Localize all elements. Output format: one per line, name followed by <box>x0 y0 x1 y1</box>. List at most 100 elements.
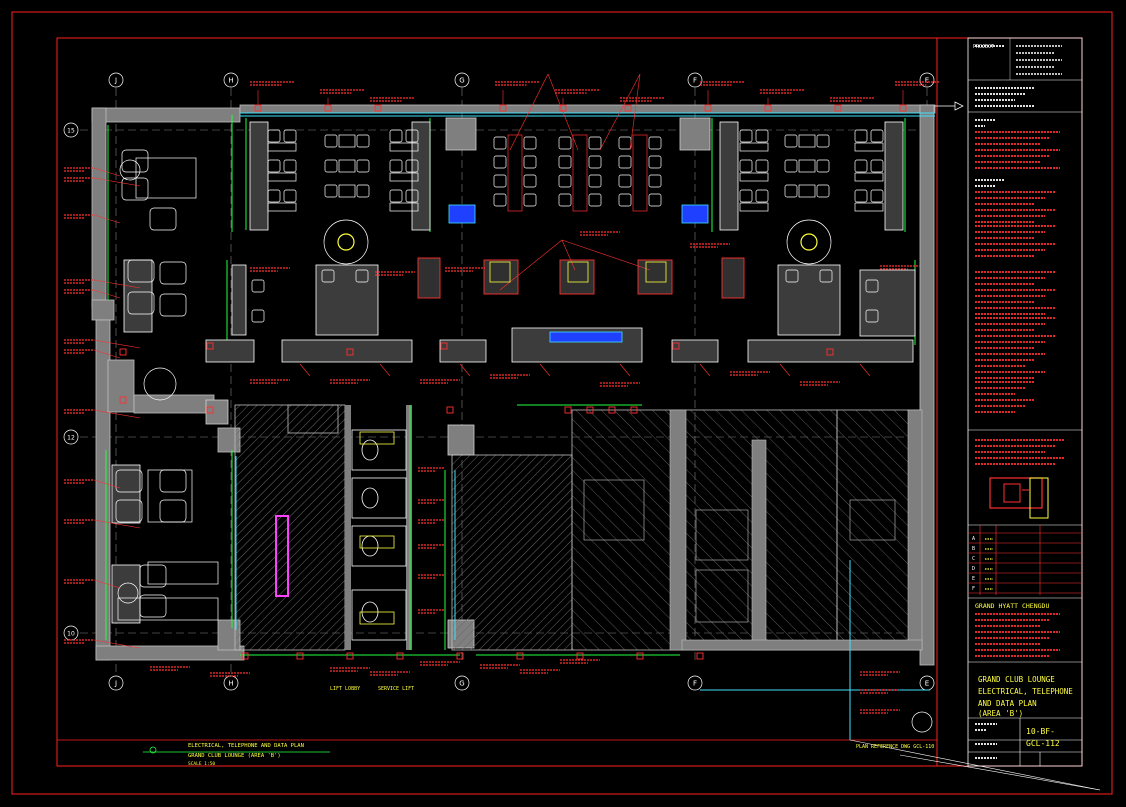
leader-line <box>93 289 121 299</box>
grid-label: E <box>925 77 929 85</box>
chair <box>405 159 419 173</box>
leader-line <box>379 363 391 377</box>
leader-diagonal-2 <box>899 754 1101 791</box>
leader-line <box>699 363 711 377</box>
table <box>267 142 297 152</box>
grid-label: H <box>228 77 233 85</box>
leader-line <box>547 73 579 151</box>
chair <box>870 159 884 173</box>
leader-line <box>93 519 141 529</box>
leader-line <box>509 73 549 151</box>
chair <box>816 134 830 148</box>
grid-label: 10 <box>67 631 75 638</box>
outlet-symbol <box>696 652 704 660</box>
leader-line <box>779 363 791 377</box>
caption-subtitle: GRAND CLUB LOUNGE (AREA 'B') <box>188 753 281 759</box>
armchair <box>115 499 143 523</box>
leader-line <box>93 167 121 177</box>
armchair <box>159 499 187 523</box>
chair <box>389 159 403 173</box>
chair <box>356 184 370 198</box>
chair <box>321 269 335 283</box>
armchair <box>139 564 167 588</box>
grid-label: G <box>459 680 464 688</box>
chair <box>558 174 572 188</box>
chair <box>523 136 537 150</box>
outlet-symbol <box>119 396 127 404</box>
chair <box>251 279 265 293</box>
chair <box>523 155 537 169</box>
table <box>338 184 356 198</box>
leader-line <box>93 639 141 649</box>
chair <box>819 269 833 283</box>
outlet-symbol <box>241 652 249 660</box>
chair <box>523 174 537 188</box>
planter <box>119 159 141 181</box>
chair <box>755 129 769 143</box>
outlet-symbol <box>206 406 214 414</box>
long-table <box>507 134 523 212</box>
table <box>267 172 297 182</box>
chair <box>493 155 507 169</box>
chair <box>865 309 879 323</box>
leader-line <box>599 73 641 151</box>
chair <box>267 129 281 143</box>
chair <box>523 193 537 207</box>
key-plan <box>989 477 1049 519</box>
grid-label: J <box>114 77 117 85</box>
chair <box>755 189 769 203</box>
chair <box>324 134 338 148</box>
table <box>739 142 769 152</box>
grid-label: F <box>693 77 697 85</box>
footer-note: PLAN REFERENCE DWG GCL-110 <box>856 744 934 750</box>
chair <box>784 184 798 198</box>
grid-bubble-15 <box>63 122 79 138</box>
chair <box>324 159 338 173</box>
chair <box>648 193 662 207</box>
chair <box>493 174 507 188</box>
chair <box>854 189 868 203</box>
lift-lobby-label: LIFT LOBBY <box>330 686 360 692</box>
chair <box>267 189 281 203</box>
table <box>267 202 297 212</box>
outlet-symbol <box>346 348 354 356</box>
outlet-symbol <box>826 348 834 356</box>
furniture <box>115 129 884 621</box>
outlet-symbol <box>630 406 638 414</box>
grid-bubble-j <box>108 72 124 88</box>
leader-line <box>93 409 141 419</box>
table <box>389 202 419 212</box>
outlet-symbol <box>516 652 524 660</box>
drawing-title-line-3: AND DATA PLAN <box>978 699 1037 708</box>
grid-bubble-j <box>108 675 124 691</box>
leader-diagonal <box>849 739 1101 791</box>
table <box>117 597 219 621</box>
chair <box>558 155 572 169</box>
long-table <box>632 134 648 212</box>
display-light <box>489 261 511 283</box>
plan-caption: ELECTRICAL, TELEPHONE AND DATA PLAN GRAN… <box>143 743 330 767</box>
chair <box>739 159 753 173</box>
grid-bubble-f <box>687 72 703 88</box>
leader-line <box>539 363 551 377</box>
armchair <box>115 469 143 493</box>
outlet-symbol <box>564 406 572 414</box>
section-arrowhead <box>954 101 964 111</box>
chair <box>870 189 884 203</box>
outlet-symbol <box>586 406 594 414</box>
chair <box>356 159 370 173</box>
outlet-symbol <box>440 342 448 350</box>
chair <box>493 136 507 150</box>
grid-label: J <box>114 680 117 688</box>
display-light <box>567 261 589 283</box>
grid-label: G <box>459 77 464 85</box>
chair <box>324 184 338 198</box>
grid-label: E <box>925 680 929 688</box>
project-name: GRAND HYATT CHENGDU <box>975 602 1049 610</box>
grid-bubble-f <box>687 675 703 691</box>
chair <box>739 129 753 143</box>
outlet-symbol <box>206 342 214 350</box>
leader-line <box>859 363 871 377</box>
display-light <box>645 261 667 283</box>
